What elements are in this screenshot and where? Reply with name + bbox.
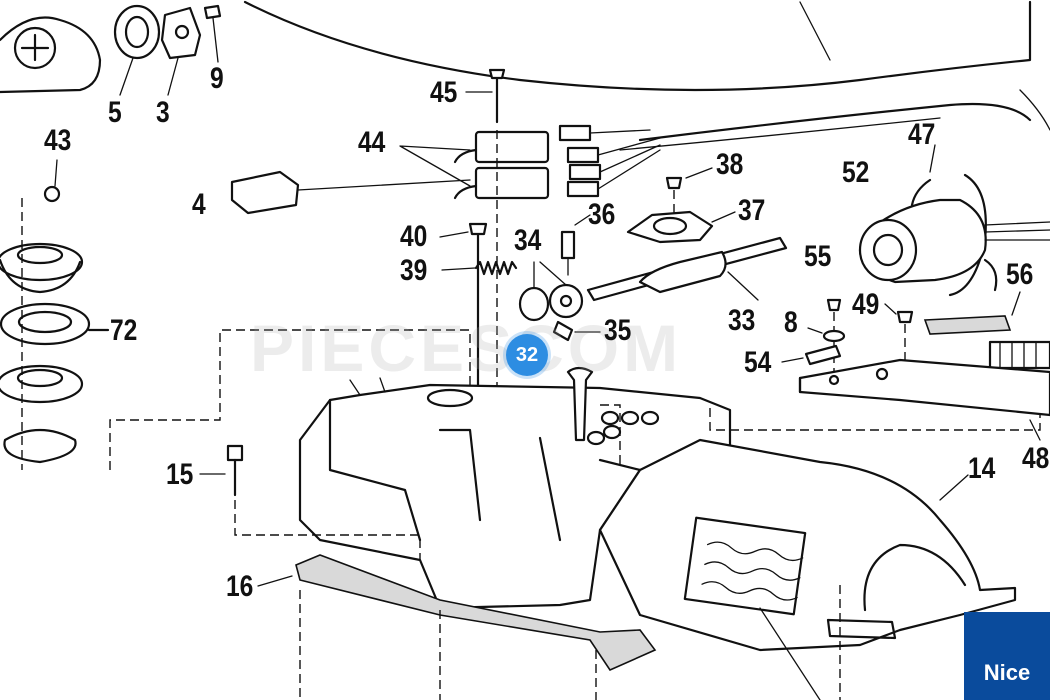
- label-part-35: 35: [604, 314, 632, 347]
- label-part-4: 4: [192, 188, 206, 221]
- label-part-38: 38: [716, 148, 744, 181]
- label-part-36: 36: [588, 198, 616, 231]
- label-part-52: 52: [842, 156, 870, 189]
- microswitch-lower: [474, 166, 550, 200]
- screw-part-9: [203, 4, 222, 20]
- label-part-47: 47: [908, 118, 936, 151]
- label-part-15: 15: [166, 458, 194, 491]
- gasket-part-16: [295, 554, 657, 672]
- label-part-40: 40: [400, 220, 428, 253]
- watermark: PIECESCOM: [250, 311, 683, 385]
- screw-part-38: [665, 176, 683, 190]
- terminal-board-part-56: [923, 315, 1012, 335]
- label-part-37: 37: [738, 194, 766, 227]
- label-part-34: 34: [514, 224, 542, 257]
- pin-part-54: [804, 344, 842, 366]
- label-part-33: 33: [728, 304, 756, 337]
- gear-housing-top-left: [0, 16, 102, 94]
- label-part-55: 55: [804, 240, 832, 273]
- label-part-49: 49: [852, 288, 880, 321]
- terminal-block: [988, 340, 1050, 370]
- connector-terminals: [558, 124, 661, 198]
- screw-part-55: [826, 298, 842, 312]
- label-part-43: 43: [44, 124, 72, 157]
- top-cover-housing: [243, 0, 1032, 92]
- bolt-part-15: [226, 444, 244, 462]
- grub-screw-part-35: [552, 320, 574, 342]
- washer-part-8: [822, 329, 846, 343]
- label-part-39: 39: [400, 254, 428, 287]
- label-part-8: 8: [784, 306, 798, 339]
- cam-fingers: [586, 410, 660, 446]
- label-part-5: 5: [108, 96, 122, 129]
- label-part-45: 45: [430, 76, 458, 109]
- hotspot-badge-32[interactable]: 32: [506, 334, 548, 376]
- label-part-72: 72: [110, 314, 138, 347]
- screw-part-49: [896, 310, 914, 324]
- label-part-54: 54: [744, 346, 772, 379]
- label-part-3: 3: [156, 96, 170, 129]
- pin-part-36: [560, 230, 576, 260]
- microswitch-upper: [474, 130, 550, 164]
- nice-brand-logo: Nice: [964, 612, 1050, 700]
- motor-cover-part-14: [598, 438, 1017, 652]
- release-rod: [566, 366, 594, 442]
- label-part-56: 56: [1006, 258, 1034, 291]
- gasket-left: [3, 429, 77, 464]
- label-part-16: 16: [226, 570, 254, 603]
- mounting-bracket-part-48: [798, 358, 1050, 417]
- cap-part-4: [230, 170, 300, 215]
- spring-part-39: [474, 260, 518, 276]
- label-part-44: 44: [358, 126, 386, 159]
- label-part-14: 14: [968, 452, 996, 485]
- label-part-9: 9: [210, 62, 224, 95]
- nut-part-43: [43, 185, 61, 203]
- label-part-48: 48: [1022, 442, 1050, 475]
